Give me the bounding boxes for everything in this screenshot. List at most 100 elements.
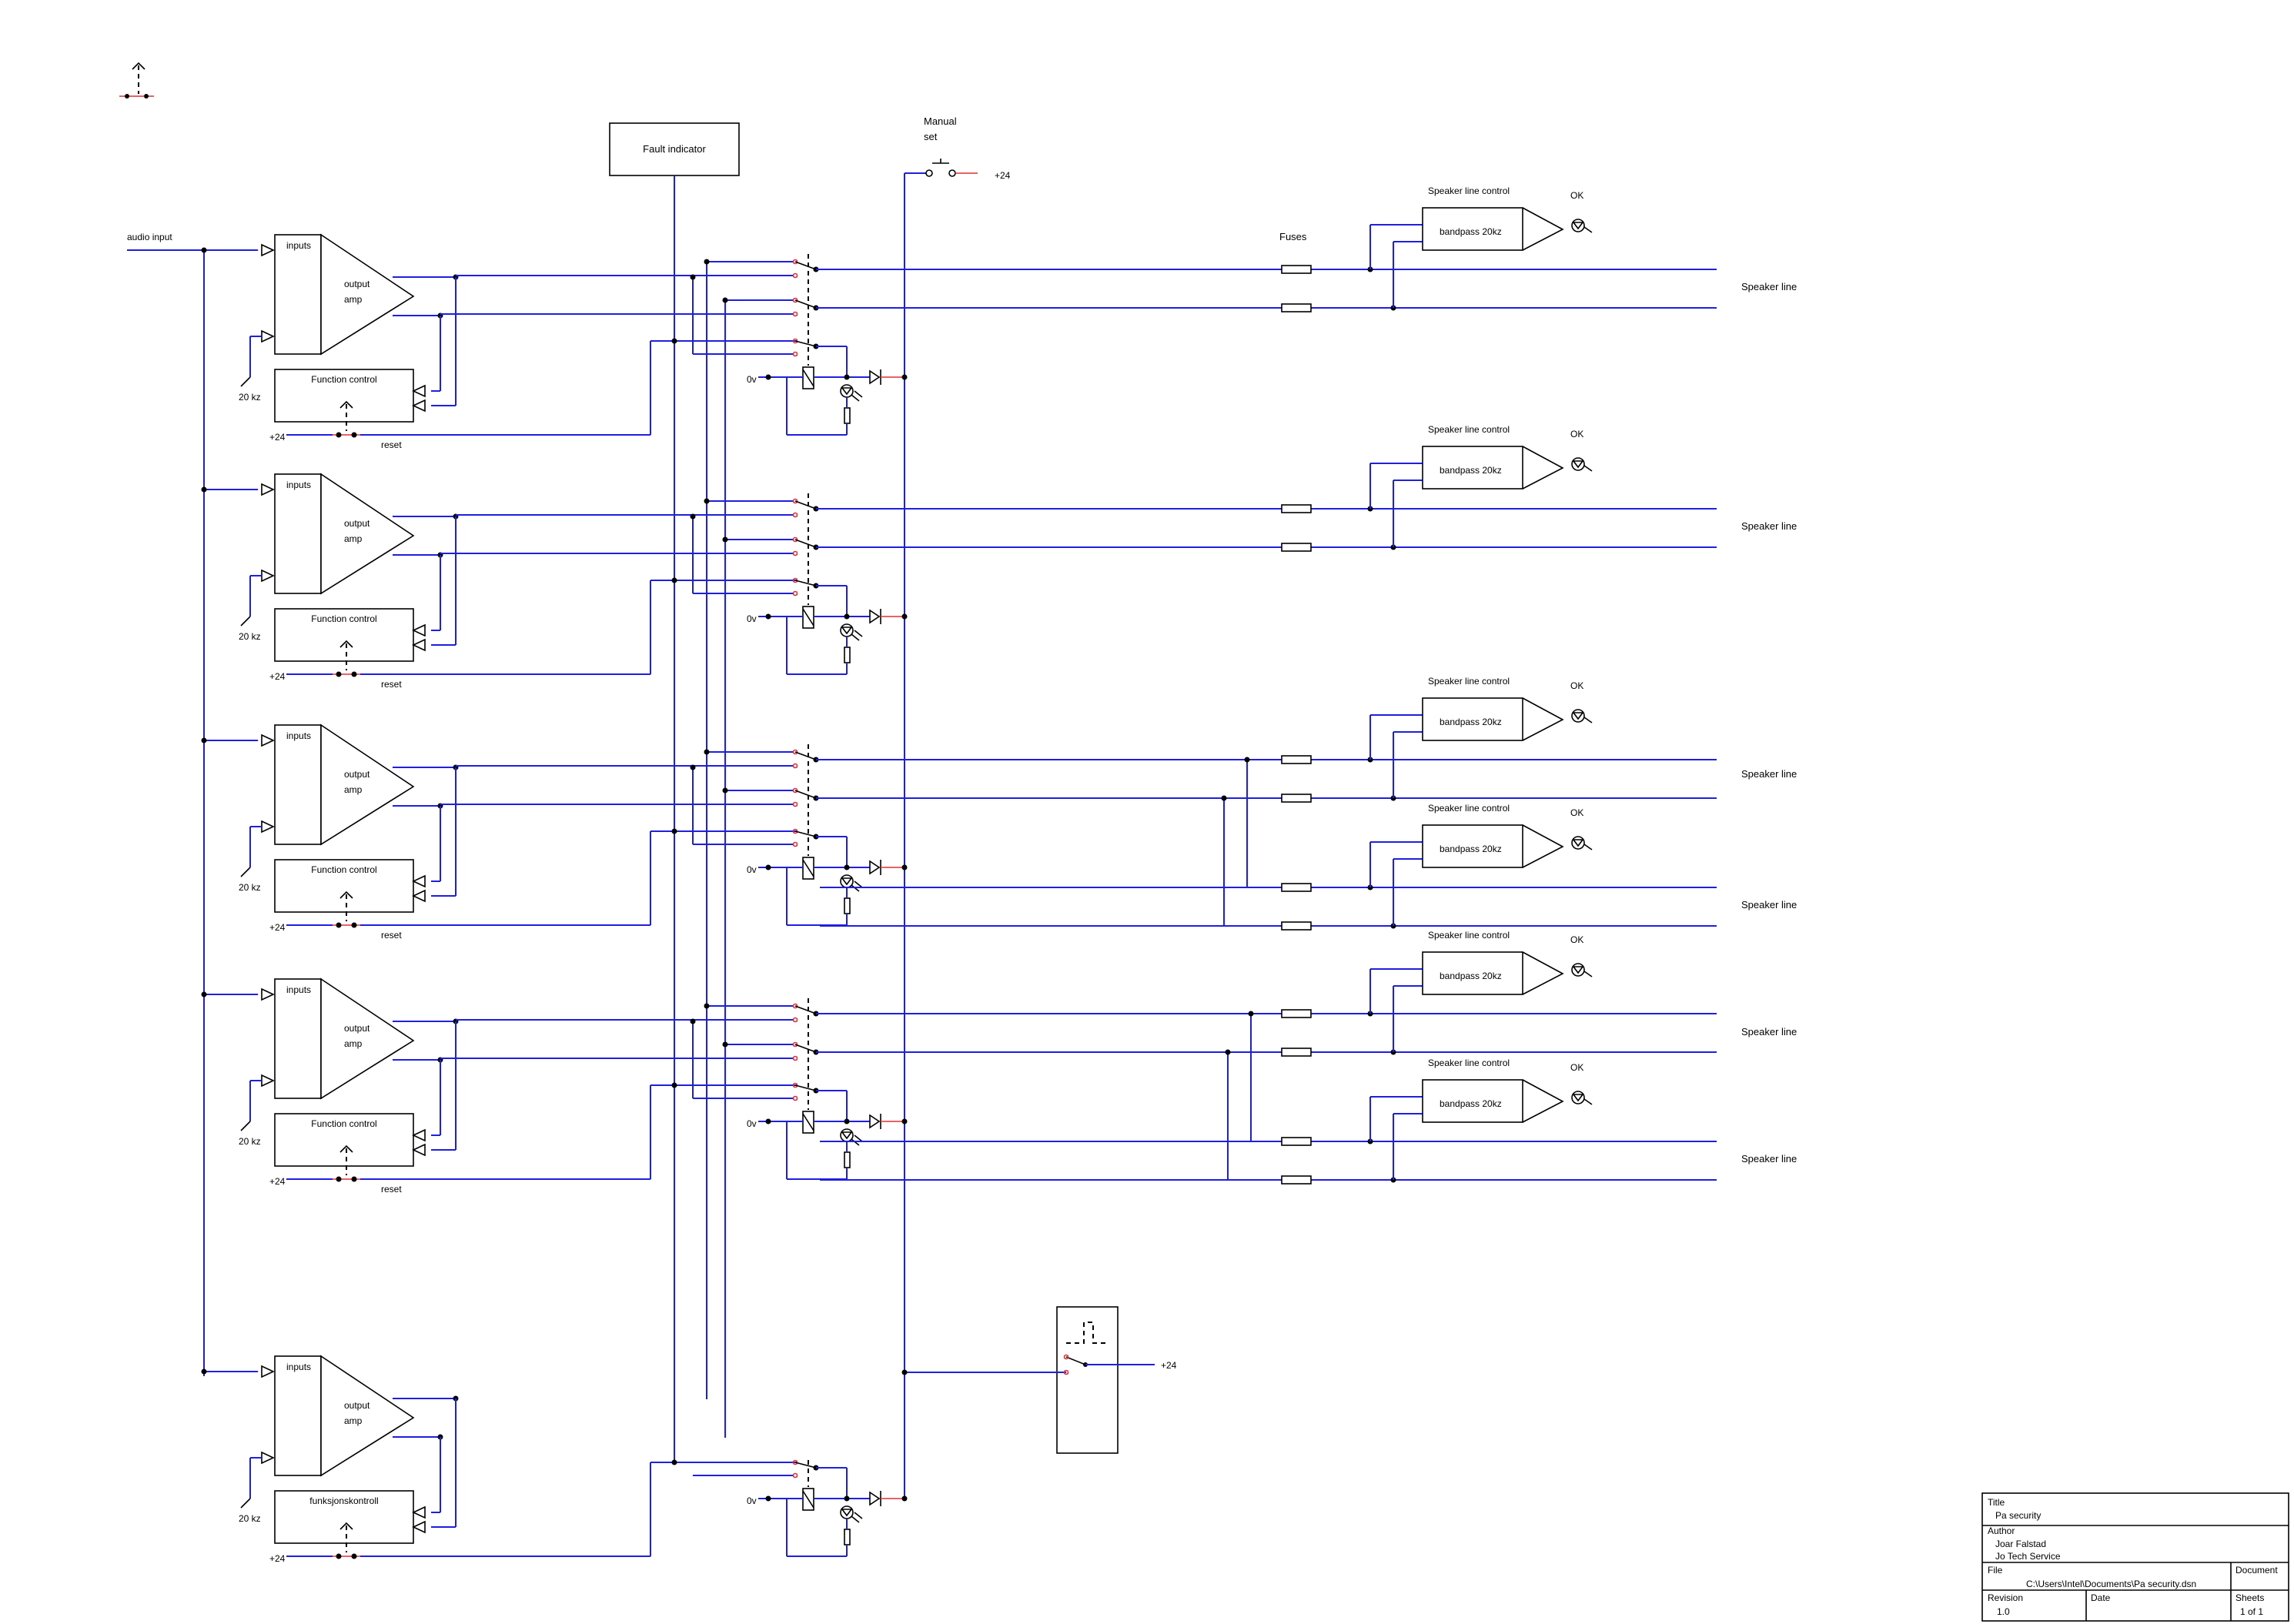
relay-blade-icon — [794, 1044, 817, 1053]
revision-value: 1.0 — [1997, 1606, 2010, 1617]
junction-dot — [901, 1495, 908, 1502]
sheets-value: 1 of 1 — [2240, 1606, 2263, 1617]
relay-coil-icon — [802, 859, 814, 877]
relay-blade-icon — [794, 1462, 817, 1469]
inputs-label: inputs — [286, 730, 311, 741]
led-ray-icon — [854, 630, 863, 637]
amplifier-channels: 20 kz inputs output amp Function control +24 r… — [201, 233, 908, 1564]
revision-label: Revision — [1988, 1592, 2023, 1603]
control-arrow-icon — [412, 874, 426, 888]
twenty-kz-label: 20 kz — [239, 631, 261, 642]
output-amp-label-2: amp — [344, 1415, 363, 1426]
junction-dot — [671, 1459, 677, 1465]
junction-dot — [844, 864, 850, 870]
ok-label: OK — [1570, 190, 1583, 201]
fuses-label: Fuses — [1279, 231, 1307, 242]
diode-icon — [869, 860, 881, 875]
relay-contact-icon — [792, 841, 798, 847]
bandpass-label: bandpass 20kz — [1440, 717, 1502, 727]
function-control-box — [274, 369, 414, 423]
bandpass-box — [1422, 446, 1523, 490]
junction-dot — [722, 1041, 728, 1048]
ok-label: OK — [1570, 807, 1583, 818]
inputs-box — [274, 473, 322, 594]
led-icon — [841, 1131, 853, 1140]
relay-blade-icon — [794, 539, 817, 548]
sheets-label: Sheets — [2235, 1592, 2264, 1603]
control-arrow-icon — [412, 1128, 426, 1142]
zero-v-label: 0v — [747, 1495, 757, 1506]
document-label: Document — [2235, 1565, 2278, 1576]
speaker-line-control-label: Speaker line control — [1428, 930, 1510, 941]
speaker-line-label: Speaker line — [1741, 520, 1797, 532]
junction-dot — [351, 1176, 357, 1182]
relay-contact-icon — [792, 749, 798, 755]
ok-led-icon — [1571, 709, 1585, 723]
manual-set-label: Manual — [924, 115, 957, 127]
relay-blade-icon — [794, 830, 817, 837]
junction-dot — [765, 1495, 771, 1502]
relay-blade-icon — [794, 1005, 817, 1014]
resistor-icon — [844, 897, 851, 914]
resistor-icon — [844, 1529, 851, 1545]
junction-dot — [844, 613, 850, 620]
relay-blade-icon — [794, 751, 817, 760]
resistor-icon — [844, 1151, 851, 1168]
speaker-line-control-label: Speaker line control — [1428, 1058, 1510, 1068]
manual-set-plus24: +24 — [995, 170, 1011, 181]
junction-dot — [671, 338, 677, 344]
inputs-box — [274, 978, 322, 1099]
bus-wires — [127, 173, 905, 1499]
relay-blade-icon — [794, 1084, 817, 1091]
plus24-label: +24 — [269, 1553, 286, 1564]
output-amp-triangle — [320, 233, 415, 356]
timer-plus24: +24 — [1161, 1360, 1177, 1371]
junction-dot — [844, 374, 850, 380]
junction-dot — [844, 1495, 850, 1502]
fuse-icon — [1281, 883, 1312, 892]
fault-indicator: Fault indicator — [609, 122, 740, 176]
inputs-box — [274, 1355, 322, 1476]
file-value: C:\Users\Intel\Documents\Pa security.dsn — [2026, 1579, 2196, 1589]
ok-led-icon — [1571, 219, 1585, 232]
relay-contact-icon — [792, 272, 798, 279]
junction-dot — [765, 1118, 771, 1124]
inputs-label: inputs — [286, 240, 311, 251]
control-arrow-icon — [412, 399, 426, 413]
junction-dot — [201, 486, 207, 493]
input-arrow-icon — [261, 1074, 275, 1088]
input-arrow-icon — [261, 820, 275, 834]
output-amp-label: output — [344, 518, 370, 529]
ok-led-icon — [1571, 963, 1585, 977]
plus24-label: +24 — [269, 922, 286, 933]
ok-led-icon — [1572, 460, 1584, 469]
bandpass-label: bandpass 20kz — [1440, 465, 1502, 476]
comparator-icon — [1522, 446, 1564, 490]
title-block: Title Pa security Author Joar Falstad Jo… — [1981, 1492, 2289, 1622]
speaker-line-label: Speaker line — [1741, 1026, 1797, 1038]
reset-label: reset — [381, 439, 402, 450]
relay-contact-icon — [792, 351, 798, 357]
led-ray-icon — [1583, 717, 1593, 723]
bandpass-label: bandpass 20kz — [1440, 971, 1502, 981]
junction-dot — [671, 577, 677, 583]
junction-dot — [722, 536, 728, 543]
function-control-box — [274, 608, 414, 662]
speaker-line-control-label: Speaker line control — [1428, 803, 1510, 814]
comparator-icon — [1522, 824, 1564, 868]
relay-contact-icon — [792, 590, 798, 596]
inputs-label: inputs — [286, 984, 311, 995]
ok-led-icon — [1571, 836, 1585, 850]
function-control-label: Function control — [311, 1118, 376, 1129]
manual-set-label-2: set — [924, 131, 938, 142]
junction-dot — [671, 828, 677, 834]
led-ray-icon — [1583, 844, 1593, 850]
junction-dot — [1248, 1011, 1254, 1017]
led-ray-icon — [854, 1134, 863, 1142]
ok-led-icon — [1572, 966, 1584, 974]
input-arrow-icon — [261, 733, 275, 747]
